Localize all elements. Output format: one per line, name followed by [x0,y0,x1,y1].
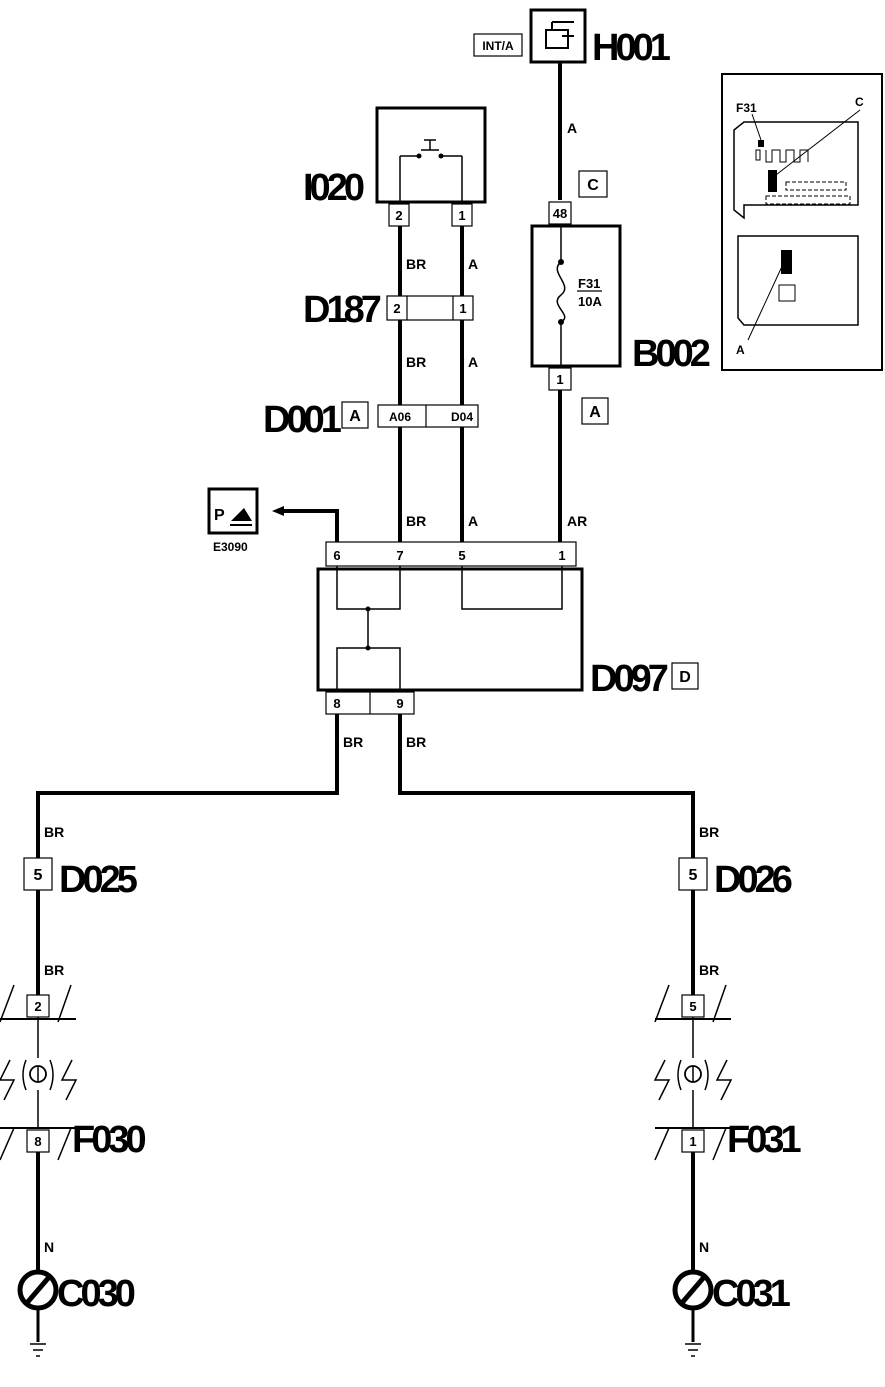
d026-pin: 5 [689,867,698,884]
wire-label-d097-1: AR [567,513,587,529]
sensor-icon [22,1059,54,1091]
d097-pin-6: 6 [333,548,340,563]
wire-label-right-d026: BR [699,824,719,840]
wire-label-d097-9: BR [406,734,426,750]
wire-d097-right-branch [398,714,695,858]
wire-label-d097-8: BR [343,734,363,750]
wire-label-f030-c030: N [44,1239,54,1255]
i020-component: I020 2 1 [303,106,487,227]
d097-label: D097 [590,658,668,700]
fuse-icon [556,261,566,323]
b002-bottom-pin: 1 [556,372,563,387]
d097-pin-7: 7 [396,548,403,563]
e3090-label: E3090 [213,540,248,554]
ground-icon [685,1343,701,1357]
h001-label: H001 [592,27,671,69]
wire-label-d187-left: BR [406,354,426,370]
b002-bottom-tag: A [589,404,601,421]
d097-tag: D [679,669,691,686]
sensor-icon [677,1059,709,1091]
b002-label: B002 [632,333,710,375]
d001-pin-right: D04 [451,410,473,424]
d025-connector: 5 D025 [23,857,142,901]
fuse-name: F31 [578,276,600,291]
fuse-rating: 10A [578,294,602,309]
d097-pin-9: 9 [396,696,403,711]
i020-pin-right: 1 [458,208,465,223]
wire-label-h001-b002: A [567,120,577,136]
d097-pin-1: 1 [558,548,565,563]
inset-fuse-label: F31 [736,101,757,115]
wire-label-d187-right: A [468,354,478,370]
parking-sensor-icon: P [214,507,252,526]
e3090-component: P E3090 [207,487,339,554]
b002-component: C 48 F31 10A B002 1 A [530,170,714,425]
wire-label-left-d025: BR [44,824,64,840]
ignition-switch-icon [545,21,574,49]
d001-pin-left: A06 [389,410,411,424]
wire-label-d097-5: A [468,513,478,529]
f031-component: 5 1 F031 [653,984,805,1161]
c030-label: C030 [57,1273,135,1315]
d025-pin: 5 [34,867,43,884]
c031-ground: C031 [672,1269,795,1357]
ground-icon [30,1343,46,1357]
wire-label-i020-right: A [468,256,478,272]
fuse-location-inset: F31 C A [721,73,883,371]
wire-label-d025-f030: BR [44,962,64,978]
wire-label-f031-c031: N [699,1239,709,1255]
h001-component: INT/A H001 [473,8,675,69]
d001-label: D001 [263,399,342,441]
i020-label: I020 [303,167,364,209]
d187-connector: 2 1 D187 [303,289,474,331]
wire-label-d097-7: BR [406,513,426,529]
d001-connector: D001 A A06 D04 [263,399,479,441]
h001-tag: INT/A [482,39,514,53]
wire-d097-left-branch [36,714,339,858]
f030-pin-bottom: 8 [34,1134,41,1149]
c031-label: C031 [712,1273,791,1315]
d097-pin-5: 5 [458,548,465,563]
fuse-slots-icon [755,149,851,205]
f031-pin-top: 5 [689,999,696,1014]
f030-component: 2 8 F030 [0,984,149,1161]
i020-pin-left: 2 [395,208,402,223]
f031-label: F031 [727,1119,801,1161]
svg-text:P: P [214,507,225,524]
d026-connector: 5 D026 [678,857,796,901]
c030-ground: C030 [17,1269,139,1357]
f031-pin-bottom: 1 [689,1134,696,1149]
d026-label: D026 [714,859,792,901]
wire-label-d026-f031: BR [699,962,719,978]
d187-pin-left: 2 [393,301,400,316]
b002-top-pin: 48 [553,206,567,221]
d001-tag: A [349,408,361,425]
f030-label: F030 [72,1119,145,1161]
arrow-left-icon [272,506,284,516]
d187-label: D187 [303,289,381,331]
d025-label: D025 [59,859,138,901]
wire-label-i020-left: BR [406,256,426,272]
d097-component: 6 7 5 1 D097 D 8 9 [316,541,699,715]
d097-pin-8: 8 [333,696,340,711]
inset-callout-c: C [855,95,864,109]
d187-pin-right: 1 [459,301,466,316]
inset-callout-a: A [736,343,745,357]
push-switch-icon [399,139,463,202]
f030-pin-top: 2 [34,999,41,1014]
b002-top-tag: C [587,177,599,194]
